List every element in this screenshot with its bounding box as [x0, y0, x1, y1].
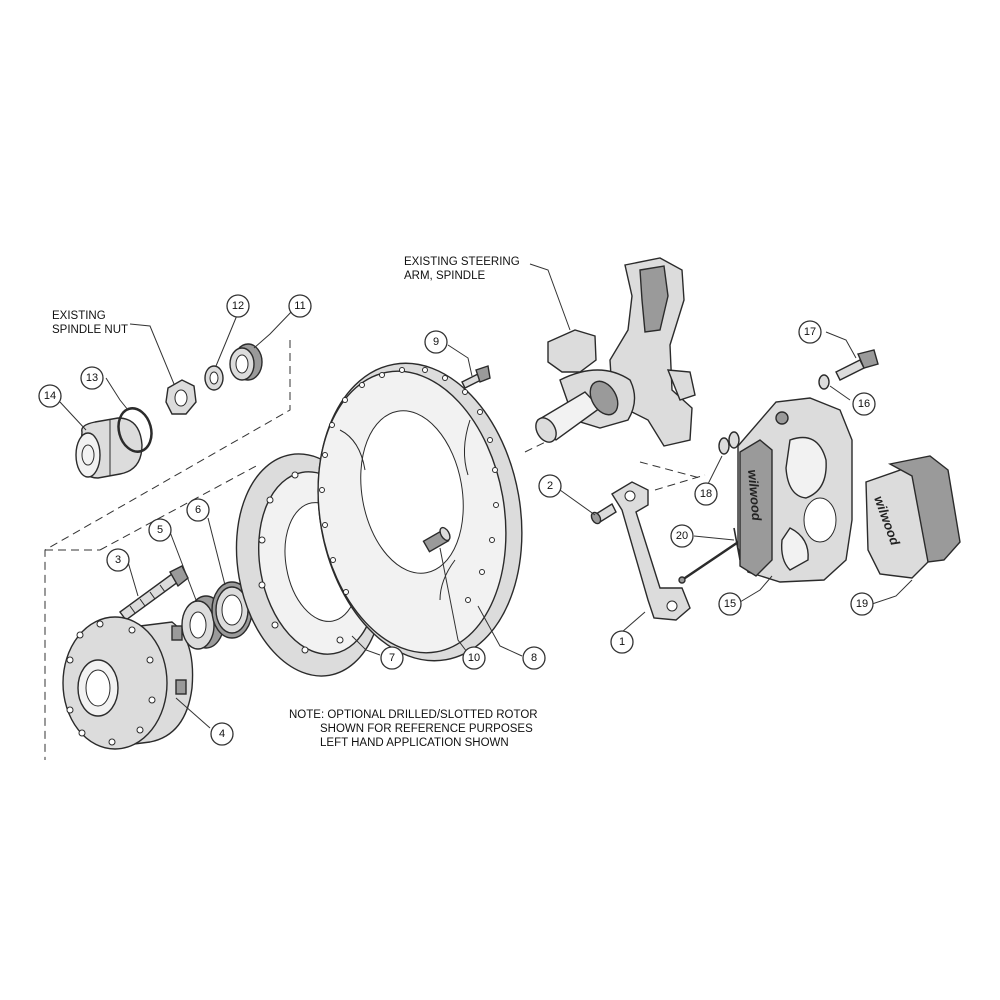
svg-text:14: 14 [44, 390, 56, 402]
callout-15: 15 [718, 592, 742, 616]
svg-text:EXISTING STEERING: EXISTING STEERING [404, 256, 520, 268]
callout-5: 5 [148, 518, 172, 542]
leader-lines [59, 263, 913, 729]
part-15-caliper: wilwood [737, 397, 853, 583]
part-4-hub [62, 616, 194, 750]
note-text: NOTE: OPTIONAL DRILLED/SLOTTED ROTOR SHO… [289, 709, 538, 749]
callout-20: 20 [670, 524, 694, 548]
svg-text:19: 19 [856, 598, 868, 610]
svg-text:17: 17 [804, 326, 816, 338]
part-16-washer [818, 374, 830, 390]
svg-text:11: 11 [294, 300, 305, 312]
callout-9: 9 [424, 330, 448, 354]
callout-18: 18 [694, 482, 718, 506]
part-19-brake-pads: wilwood [865, 455, 961, 579]
svg-text:LEFT HAND APPLICATION SHOWN: LEFT HAND APPLICATION SHOWN [320, 737, 509, 749]
rotor-drill-holes [319, 367, 499, 603]
svg-text:18: 18 [700, 488, 712, 500]
svg-text:ARM, SPINDLE: ARM, SPINDLE [404, 270, 485, 282]
existing-steering-arm-label: EXISTING STEERING ARM, SPINDLE [404, 256, 520, 282]
svg-text:3: 3 [115, 554, 121, 566]
svg-text:13: 13 [86, 372, 98, 384]
part-6-grease-seal [211, 581, 253, 639]
part-12-washer [204, 365, 224, 391]
callout-17: 17 [798, 320, 822, 344]
callout-14: 14 [38, 384, 62, 408]
part-2-bolt [590, 502, 617, 525]
existing-steering-arm-spindle [535, 257, 696, 447]
existing-spindle-nut [165, 379, 197, 415]
svg-text:8: 8 [531, 652, 537, 664]
svg-text:EXISTING: EXISTING [52, 310, 106, 322]
svg-text:4: 4 [219, 728, 225, 740]
svg-text:SPINDLE NUT: SPINDLE NUT [52, 324, 128, 336]
svg-text:2: 2 [547, 480, 553, 492]
svg-text:7: 7 [389, 652, 395, 664]
part-17-bolt [835, 349, 879, 381]
svg-text:12: 12 [232, 300, 244, 312]
svg-text:16: 16 [858, 398, 870, 410]
part-3-wheel-stud [119, 565, 189, 621]
existing-spindle-nut-label: EXISTING SPINDLE NUT [52, 310, 128, 336]
callout-1: 1 [610, 630, 634, 654]
part-1-caliper-bracket [611, 481, 691, 621]
svg-text:20: 20 [676, 530, 688, 542]
part-14-dust-cap [75, 417, 143, 479]
part-18-washer [718, 431, 740, 455]
callout-12: 12 [226, 294, 250, 318]
svg-text:9: 9 [433, 336, 439, 348]
svg-text:1: 1 [619, 636, 625, 648]
callout-10: 10 [462, 646, 486, 670]
svg-text:6: 6 [195, 504, 201, 516]
callout-8: 8 [522, 646, 546, 670]
svg-text:10: 10 [468, 652, 480, 664]
callout-3: 3 [106, 548, 130, 572]
callout-4: 4 [210, 722, 234, 746]
callout-19: 19 [850, 592, 874, 616]
part-11-outer-bearing [229, 343, 263, 381]
svg-text:SHOWN FOR REFERENCE PURPOSES: SHOWN FOR REFERENCE PURPOSES [320, 723, 533, 735]
callout-13: 13 [80, 366, 104, 390]
callout-7: 7 [380, 646, 404, 670]
svg-text:5: 5 [157, 524, 163, 536]
caliper-brand-side: wilwood [745, 469, 765, 522]
part-13-o-ring [117, 407, 153, 453]
callout-2: 2 [538, 474, 562, 498]
callout-11: 11 [288, 294, 312, 318]
part-10-stud [422, 526, 451, 553]
svg-text:15: 15 [724, 598, 736, 610]
callout-16: 16 [852, 392, 876, 416]
svg-text:NOTE: OPTIONAL DRILLED/SLOTTED: NOTE: OPTIONAL DRILLED/SLOTTED ROTOR [289, 709, 538, 721]
part-9-bolt [461, 365, 491, 389]
callout-6: 6 [186, 498, 210, 522]
